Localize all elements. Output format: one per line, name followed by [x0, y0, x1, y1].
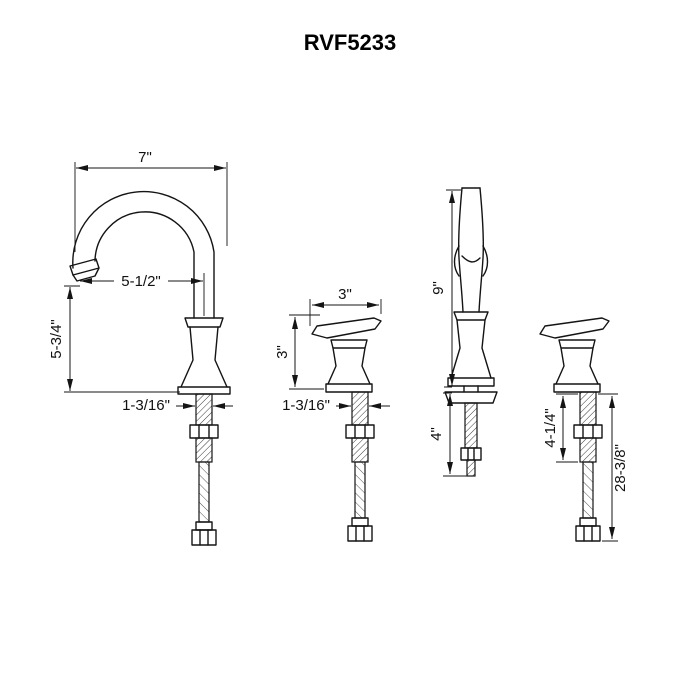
dim-sprayer-height-label: 9": [430, 281, 447, 295]
dim-spout-height-label: 5-3/4": [48, 319, 65, 359]
spout-inner-arc: [94, 211, 195, 319]
sprayer-tailpiece: [466, 459, 476, 477]
handle-side-hose-ferrule: [579, 517, 597, 527]
handle-side-nut-facets: [582, 424, 594, 439]
handle-side-base-plate: [553, 383, 601, 393]
handle-side-supply-hose: [582, 461, 594, 519]
dim-handle-height-label: 3": [274, 345, 291, 359]
sprayer-wand-right: [478, 187, 485, 313]
ext-lines-handle-length: [309, 299, 382, 326]
dim-hose-length-label: 28-3/8": [612, 444, 629, 492]
sprayer-wand-left: [457, 187, 464, 313]
handle-front-hose-ferrule: [351, 517, 369, 527]
dim-handle-length-label: 3": [338, 286, 352, 303]
sprayer-drawing: 9" 4": [428, 187, 498, 477]
sprayer-nut: [460, 447, 482, 461]
sprayer-deck-plate: [444, 391, 498, 404]
spout-hose-ferrule: [195, 521, 213, 531]
spout-collar: [184, 317, 224, 328]
sprayer-body-right: [481, 319, 492, 379]
sprayer-stem: [463, 385, 479, 393]
handle-front-supply-hose: [354, 461, 366, 519]
dim-spout-width-label: 7": [138, 149, 152, 166]
handle-side-collar: [558, 339, 596, 349]
spout-hose-nut-facets: [199, 529, 209, 546]
sprayer-bulge-right: [482, 245, 489, 277]
ext-lines-handle-height: [289, 314, 324, 390]
handle-front-nut-facets: [354, 424, 366, 439]
spout-outer-arc: [72, 190, 215, 319]
sprayer-shank-thread: [464, 402, 478, 449]
dim-spout-base-label: 1-3/16": [122, 397, 170, 414]
handle-front-collar: [330, 339, 368, 349]
spout-drawing: 7" 5-1/2" 5-3/4" 1-3/16": [48, 149, 233, 546]
handle-front-lever: [311, 317, 382, 339]
spout-hose-nut: [191, 529, 217, 546]
handle-side-mounting-nut: [573, 424, 603, 439]
dim-handle-base-label: 1-3/16": [282, 397, 330, 414]
spout-shank-thread-2: [195, 437, 213, 463]
handle-side-body-right: [589, 347, 599, 385]
ext-lines-sprayer-height: [444, 189, 461, 388]
dim-spout-reach-label: 5-1/2": [121, 273, 161, 290]
ext-lines-hose-length: [598, 393, 618, 542]
handle-side-shank-thread-2: [579, 437, 597, 463]
dim-handle-shank-label: 4-1/4": [542, 408, 559, 448]
handle-side-lever: [539, 317, 610, 339]
handle-front-body-right: [361, 347, 371, 385]
spout-base-plate: [177, 386, 231, 395]
spout-body-right: [214, 326, 228, 388]
sprayer-base-plate: [447, 377, 495, 387]
handle-front-mounting-nut: [345, 424, 375, 439]
drawing-title: RVF5233: [304, 30, 397, 55]
spout-body-left: [180, 326, 194, 388]
handle-front-base-plate: [325, 383, 373, 393]
handle-side-hose-nut: [575, 525, 601, 542]
handle-front-hose-nut: [347, 525, 373, 542]
spout-mounting-nut: [189, 424, 219, 439]
handle-side-drawing: 4-1/4" 28-3/8": [539, 317, 629, 542]
ext-lines-handle-shank: [556, 393, 578, 463]
handle-front-shank-thread: [351, 391, 369, 426]
handle-side-body-left: [555, 347, 565, 385]
handle-front-shank-thread-2: [351, 437, 369, 463]
sprayer-collar: [453, 311, 489, 321]
ext-lines-spout-width: [74, 162, 228, 252]
handle-side-hose-nut-facets: [583, 525, 593, 542]
spout-nut-facets: [198, 424, 210, 439]
dim-sprayer-shank-label: 4": [428, 427, 445, 441]
handle-side-shank-thread: [579, 391, 597, 426]
handle-front-drawing: 3" 3" 1-3/16": [274, 286, 390, 542]
spout-shank-thread: [195, 393, 213, 426]
spout-supply-hose: [198, 461, 210, 523]
sprayer-nut-facets: [467, 447, 475, 461]
handle-front-body-left: [327, 347, 337, 385]
ext-lines-spout-height: [64, 285, 180, 393]
handle-front-hose-nut-facets: [355, 525, 365, 542]
ext-lines-sprayer-shank: [443, 392, 471, 477]
sprayer-detail-curve: [461, 255, 481, 263]
